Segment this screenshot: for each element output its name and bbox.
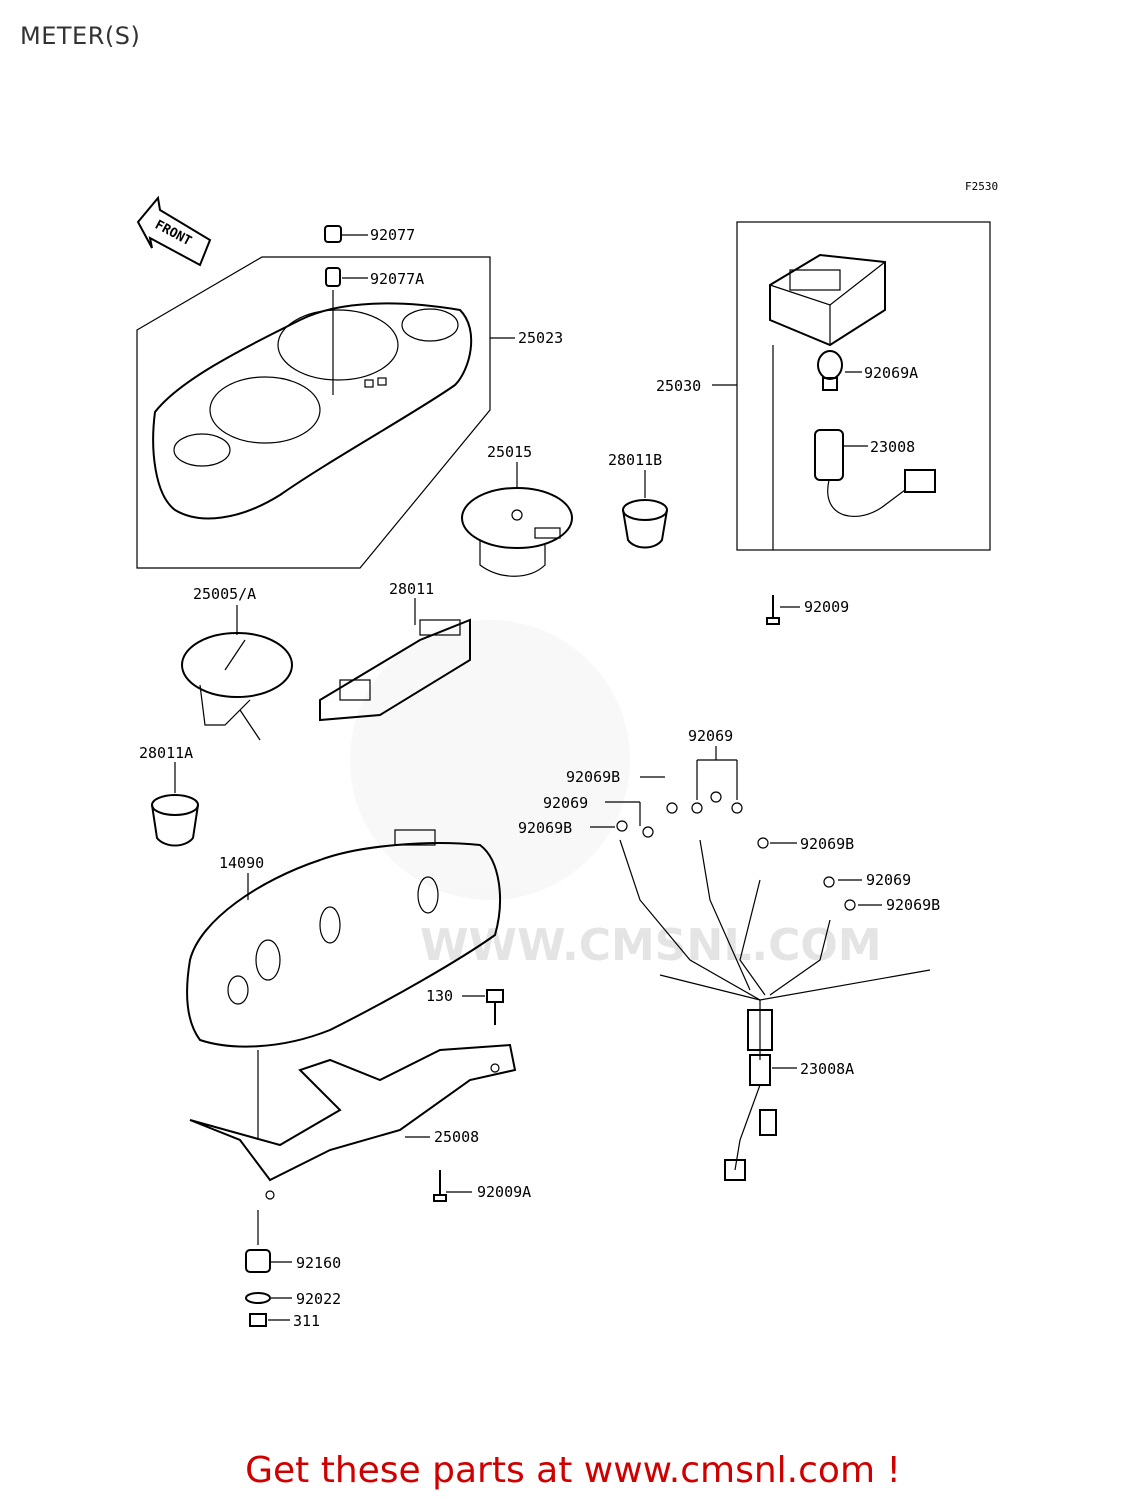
wiring-harness	[619, 839, 931, 1181]
part-label-92069-top[interactable]: 92069	[688, 727, 733, 745]
screw-icon	[766, 595, 780, 625]
watermark-text: WWW.CMSNL.COM	[420, 920, 882, 971]
part-label-28011A[interactable]: 28011A	[139, 744, 193, 762]
speedometer-gauge	[181, 632, 293, 741]
footer-link[interactable]: Get these parts at www.cmsnl.com !	[245, 1450, 901, 1491]
part-label-130[interactable]: 130	[426, 987, 453, 1005]
part-label-25030[interactable]: 25030	[656, 377, 701, 395]
part-label-14090[interactable]: 14090	[219, 854, 264, 872]
part-label-92009A[interactable]: 92009A	[477, 1183, 531, 1201]
part-label-92160[interactable]: 92160	[296, 1254, 341, 1272]
plug-cap-icon	[622, 499, 668, 549]
part-label-92069B-1[interactable]: 92069B	[566, 768, 620, 786]
front-label: FRONT	[152, 218, 194, 250]
screw-icon-2	[433, 1170, 447, 1202]
washer-icon	[245, 1292, 271, 1304]
cap-nut-icon	[324, 225, 342, 243]
watermark: WWW.CMSNL.COM	[350, 620, 882, 971]
meter-case	[186, 829, 501, 1048]
part-label-28011B[interactable]: 28011B	[608, 451, 662, 469]
part-label-311[interactable]: 311	[293, 1312, 320, 1330]
part-label-92077A[interactable]: 92077A	[370, 270, 424, 288]
page-title: METER(S)	[20, 22, 141, 50]
nut-icon	[249, 1313, 267, 1327]
part-label-25005A[interactable]: 25005/A	[193, 585, 256, 603]
socket-wire-icon	[814, 429, 936, 518]
part-label-23008A[interactable]: 23008A	[800, 1060, 854, 1078]
part-label-25008[interactable]: 25008	[434, 1128, 479, 1146]
part-label-92069B-3[interactable]: 92069B	[800, 835, 854, 853]
part-label-25023[interactable]: 25023	[518, 329, 563, 347]
plug-cap-icon-2	[151, 794, 199, 847]
part-label-92069-2[interactable]: 92069	[543, 794, 588, 812]
tachometer-gauge	[461, 487, 573, 577]
rubber-damper-icon	[245, 1249, 271, 1273]
part-label-92069B-2[interactable]: 92069B	[518, 819, 572, 837]
bolt-icon	[486, 989, 504, 1025]
front-arrow-icon: FRONT	[136, 195, 212, 267]
meter-bracket	[189, 1043, 517, 1200]
part-label-92069-3[interactable]: 92069	[866, 871, 911, 889]
indicator-assembly-box	[736, 221, 991, 551]
bulb-icon	[817, 350, 843, 391]
part-label-92069A[interactable]: 92069A	[864, 364, 918, 382]
part-label-92022[interactable]: 92022	[296, 1290, 341, 1308]
part-label-23008[interactable]: 23008	[870, 438, 915, 456]
grommet-icon	[325, 267, 341, 287]
meter-cover-assembly	[136, 256, 491, 569]
part-label-28011[interactable]: 28011	[389, 580, 434, 598]
part-label-92069B-4[interactable]: 92069B	[886, 896, 940, 914]
diagram-code: F2530	[965, 180, 998, 193]
bulbs-group	[616, 791, 856, 911]
part-label-92077[interactable]: 92077	[370, 226, 415, 244]
meter-circuit-board	[319, 618, 471, 722]
part-label-25015[interactable]: 25015	[487, 443, 532, 461]
part-label-92009[interactable]: 92009	[804, 598, 849, 616]
